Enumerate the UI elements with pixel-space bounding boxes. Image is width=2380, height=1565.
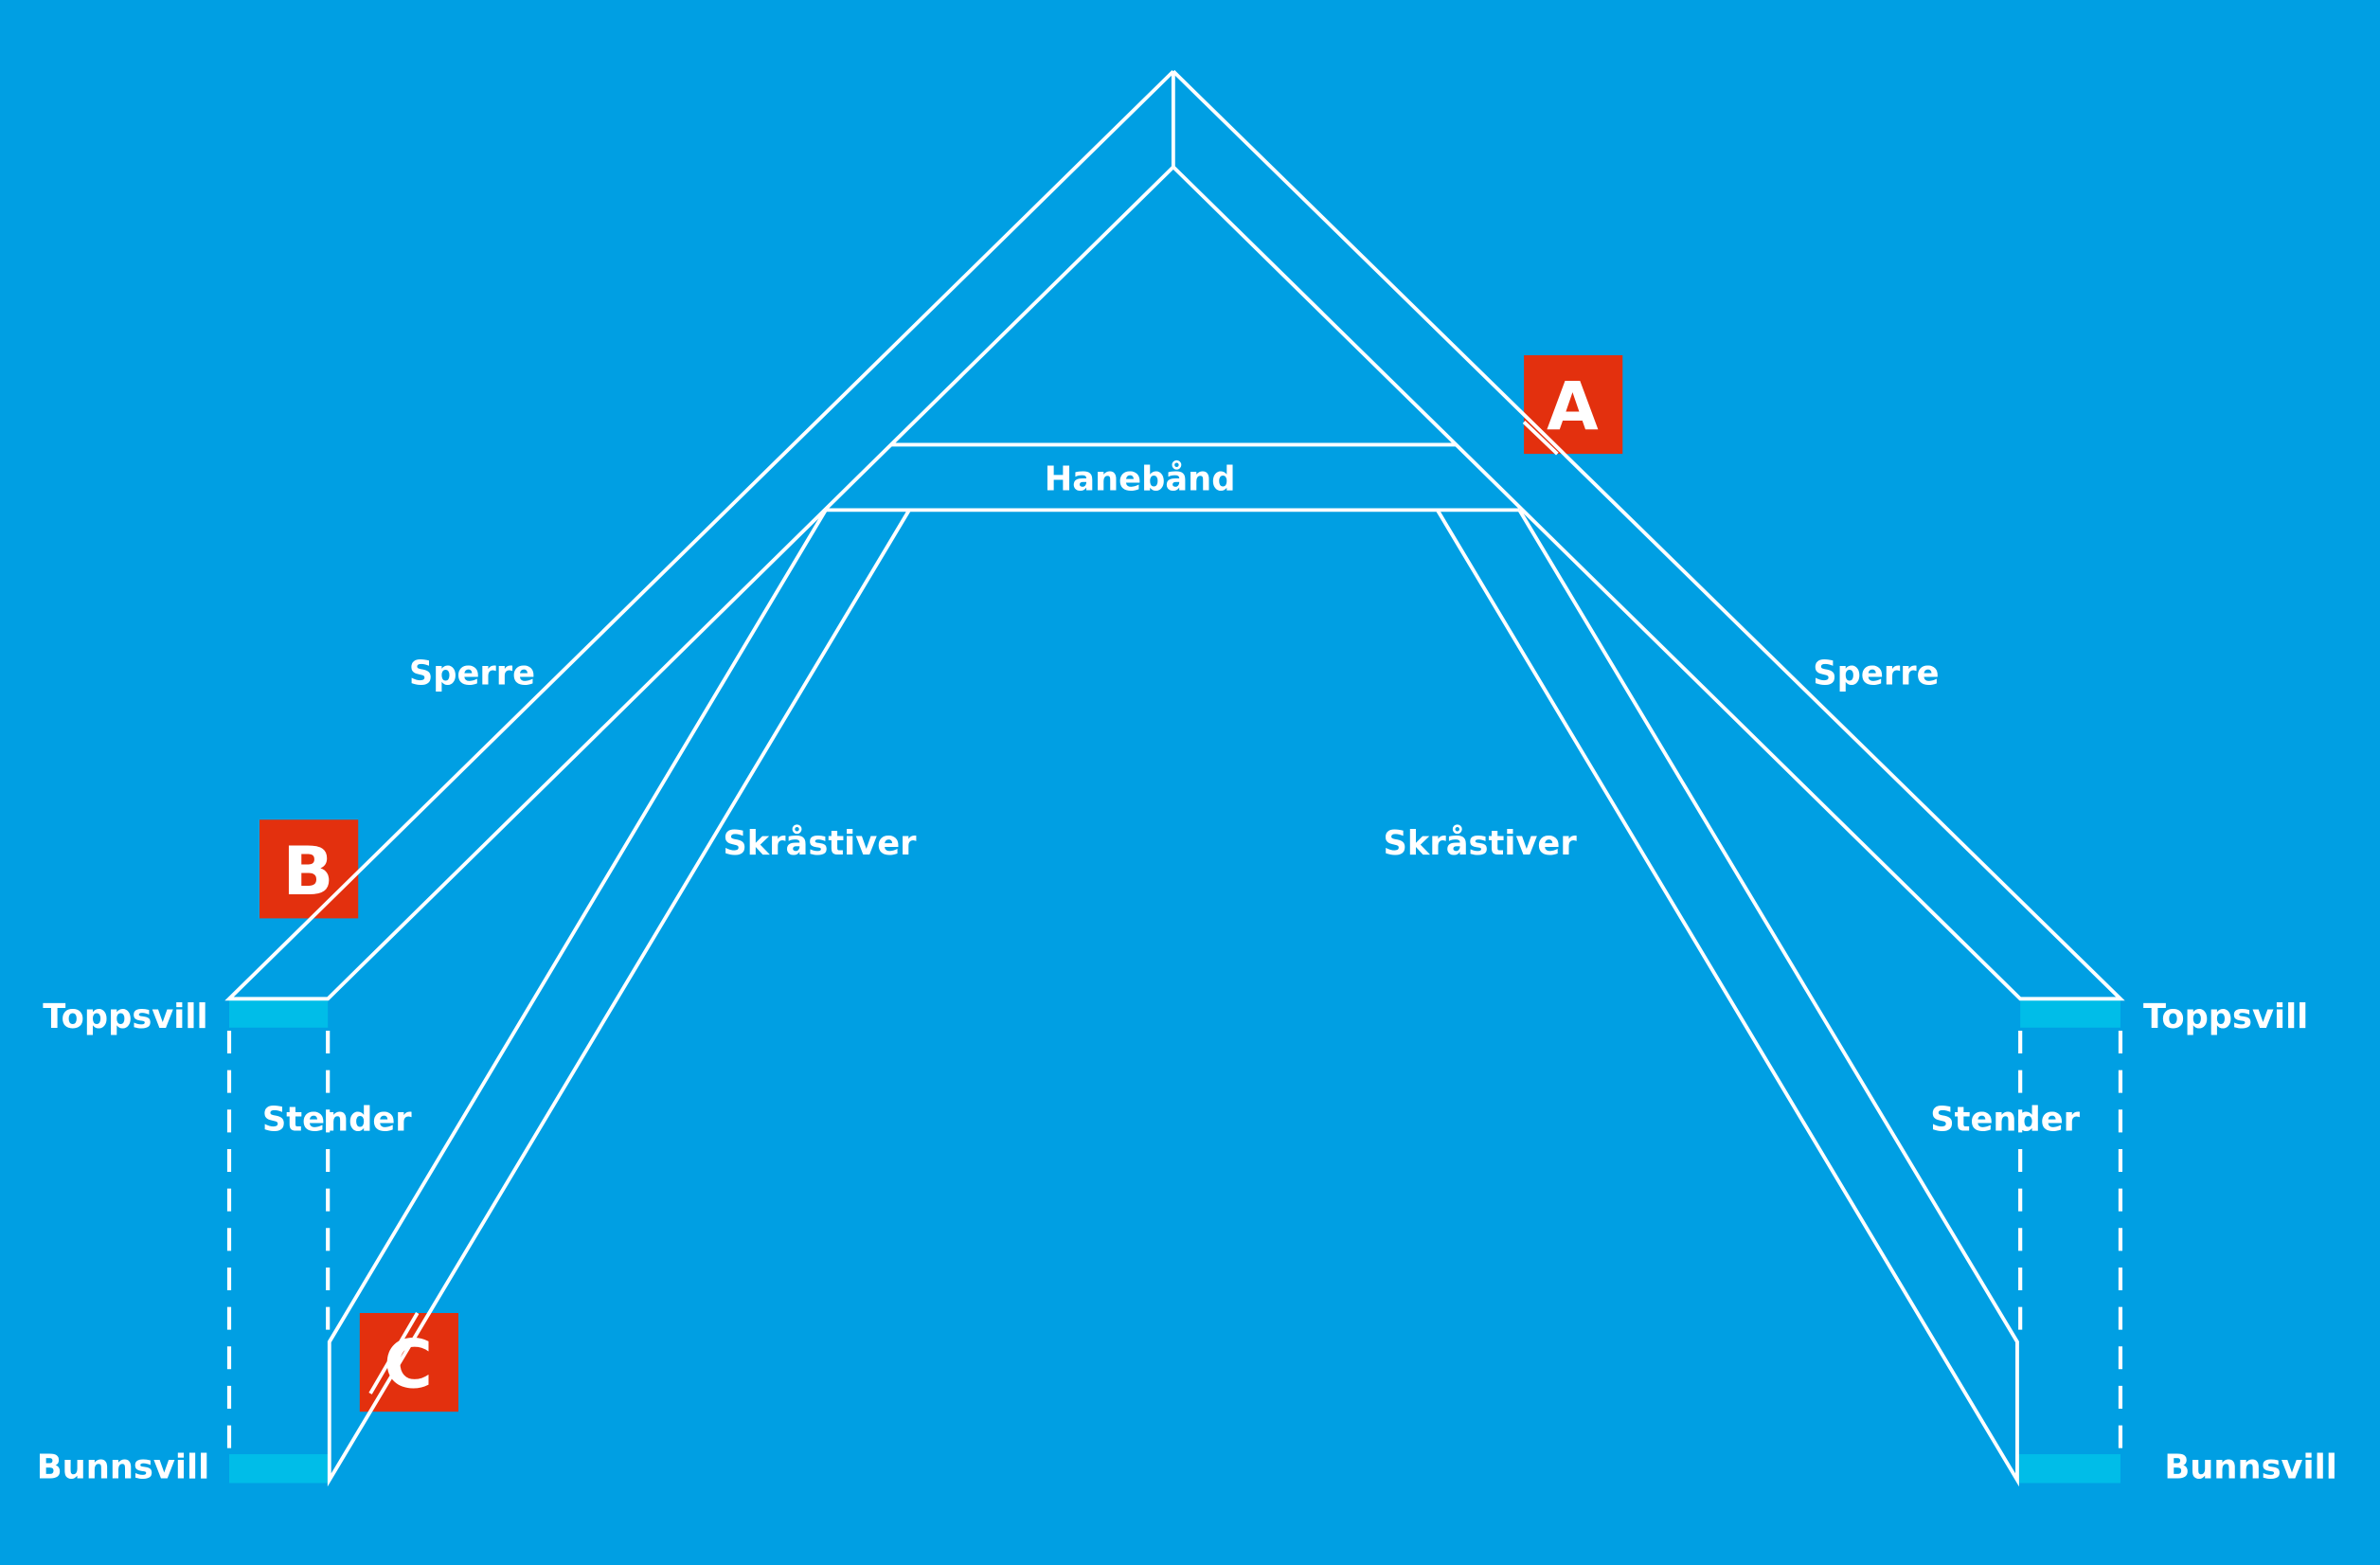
rafter-right	[1172, 69, 2125, 1001]
brace-right-label: Skråstiver	[1384, 824, 1578, 863]
rafter-over-marker-a	[1522, 421, 1559, 456]
rafter-left-label: Sperre	[409, 655, 535, 693]
marker-a-label: A	[1547, 368, 1599, 445]
rafter-right-label: Sperre	[1813, 655, 1939, 693]
top-plate-left-label: Toppsvill	[43, 998, 207, 1036]
bottom-plate-right	[2016, 1454, 2121, 1484]
stud-left-label: Stender	[262, 1101, 412, 1140]
brace-over-marker-c	[368, 1312, 420, 1394]
stud-right	[2018, 1030, 2123, 1455]
collar-tie	[825, 442, 1520, 513]
rafter-left	[224, 69, 1175, 1001]
marker-c-label: C	[384, 1326, 433, 1404]
bottom-plate-left-label: Bunnsvill	[37, 1448, 209, 1487]
bottom-plate-left	[229, 1454, 329, 1484]
brace-left	[327, 509, 911, 1487]
brace-right	[1436, 509, 2019, 1487]
collar-tie-label: Hanebånd	[1045, 460, 1236, 499]
marker-b-label: B	[282, 833, 333, 910]
top-plate-left	[229, 998, 329, 1028]
stud-right-label: Stender	[1930, 1101, 2080, 1140]
bottom-plate-right-label: Bunnsvill	[2164, 1448, 2336, 1487]
top-plate-right	[2020, 998, 2121, 1028]
stud-left	[226, 1030, 331, 1455]
marker-b-box	[259, 819, 359, 919]
brace-left-label: Skråstiver	[723, 824, 917, 863]
top-plate-right-label: Toppsvill	[2143, 998, 2308, 1036]
